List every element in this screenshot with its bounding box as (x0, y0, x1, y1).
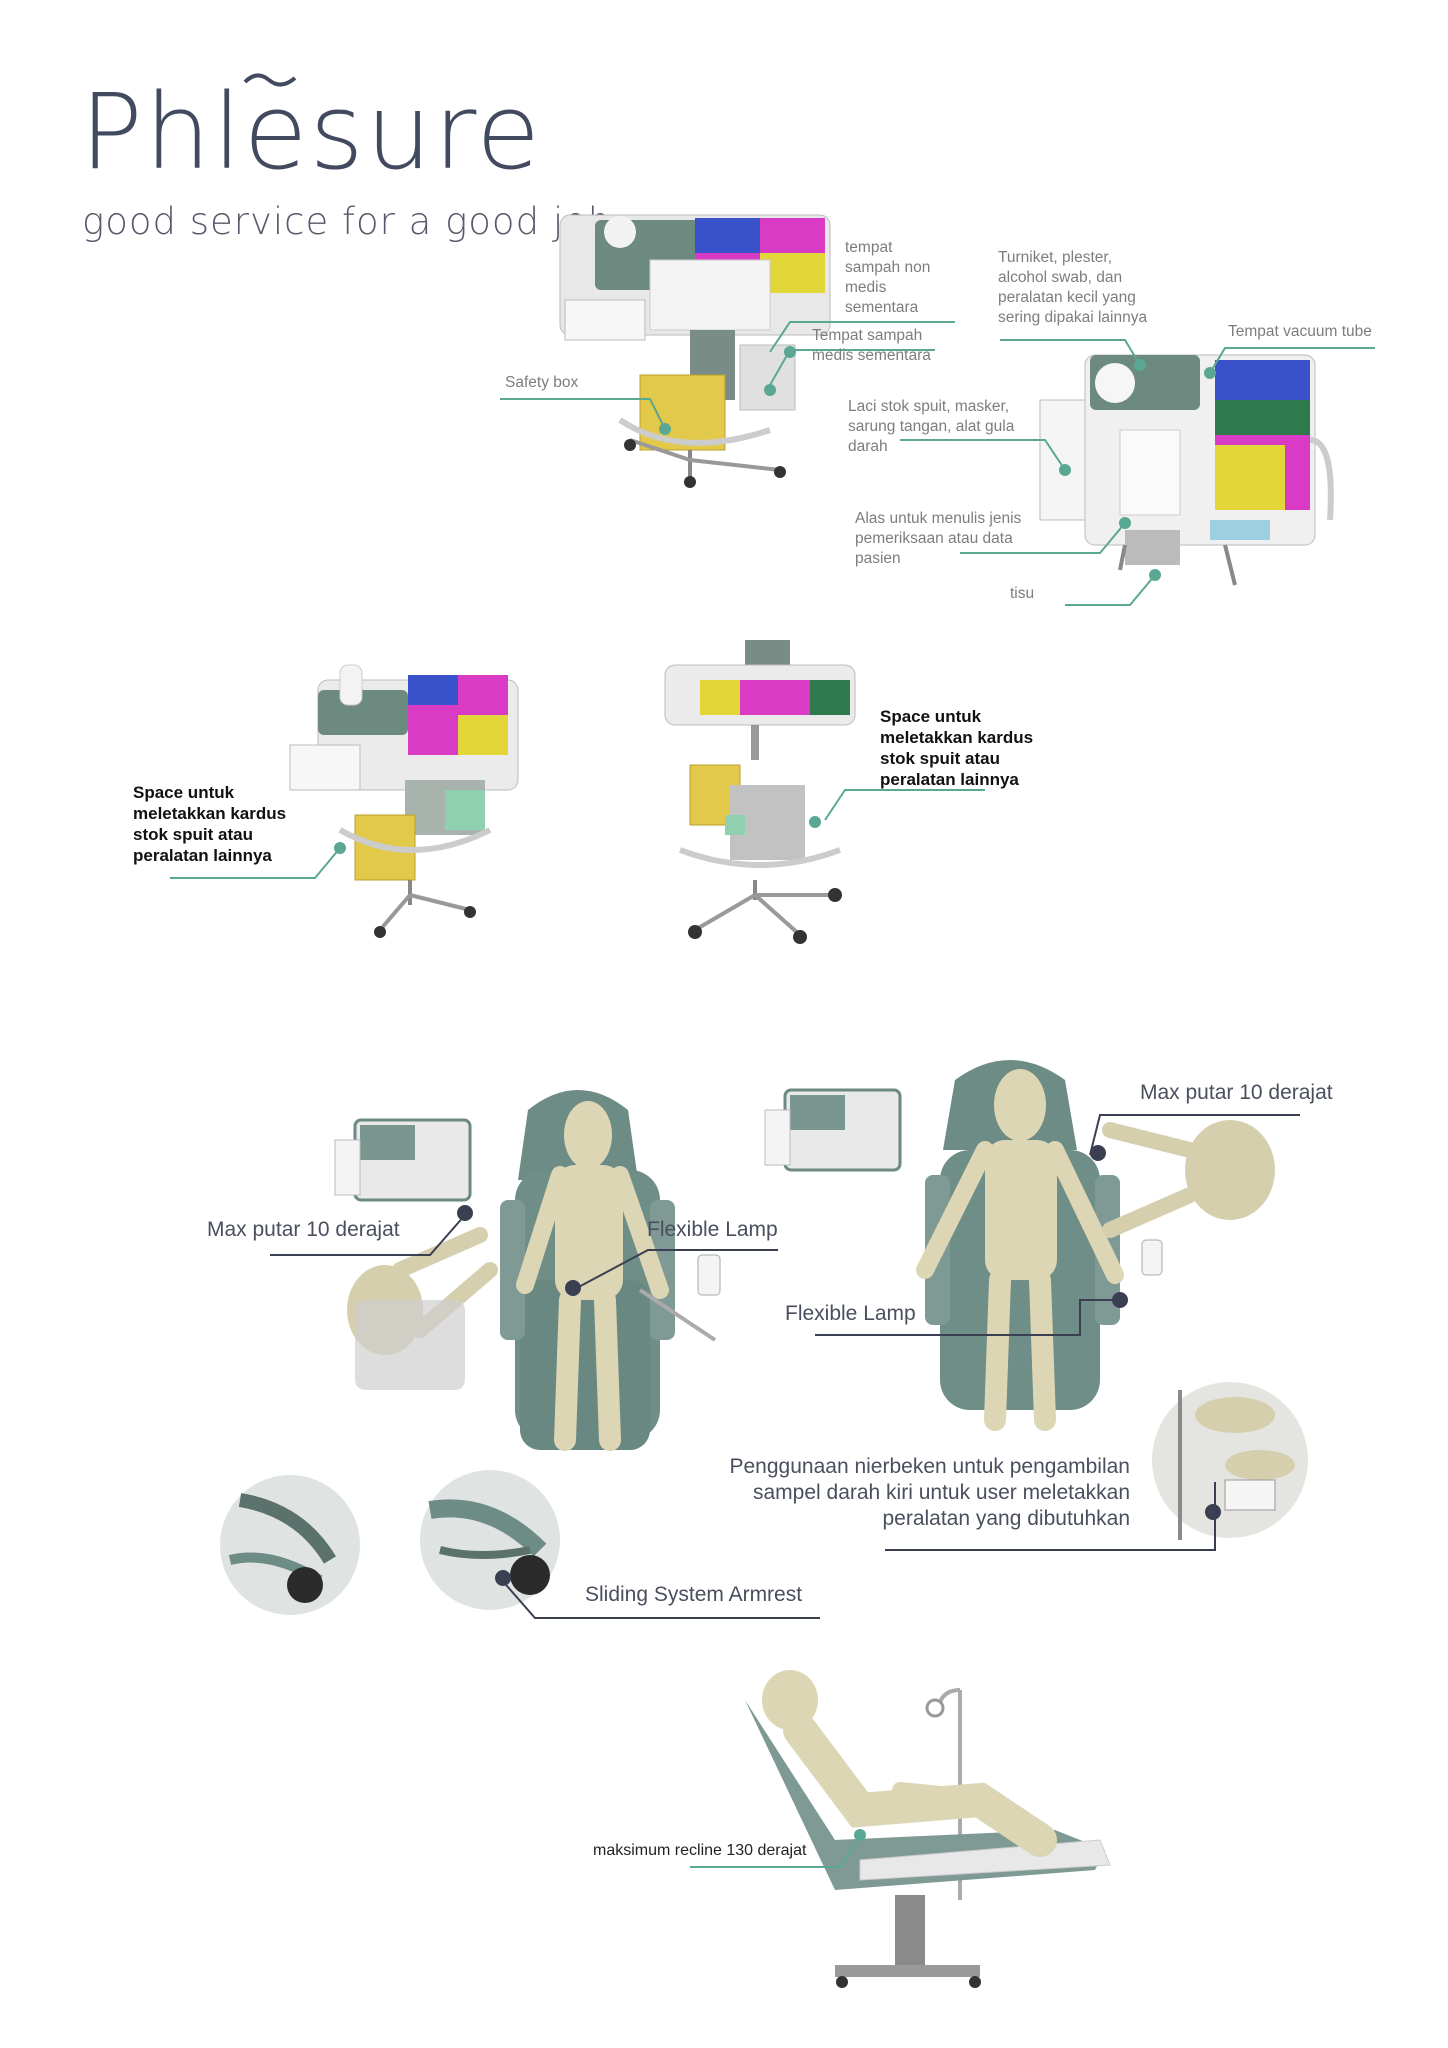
label-rotation-left: Max putar 10 derajat (207, 1218, 400, 1241)
chair-reclined (745, 1670, 1111, 1988)
label-vacuum-tube: Tempat vacuum tube (1228, 323, 1372, 340)
trolley-side-view-2 (664, 640, 856, 944)
label-sliding-armrest: Sliding System Armrest (585, 1583, 803, 1606)
label-writing-base: Alas untuk menulis jenis pemeriksaan ata… (855, 510, 1022, 567)
label-small-tools: Turniket, plester, alcohol swab, dan per… (998, 249, 1148, 326)
armrest-detail-1 (220, 1475, 360, 1615)
tagline: good service for a good job (82, 200, 613, 243)
label-lamp-right: Flexible Lamp (785, 1302, 916, 1325)
label-tray-usage: Penggunaan nierbeken untuk pengambilan s… (729, 1455, 1131, 1530)
chair-front-left (334, 1090, 721, 1451)
trolley-top-view-2 (1039, 354, 1334, 586)
label-rotation-right: Max putar 10 derajat (1140, 1081, 1333, 1104)
label-non-medical-waste: tempat sampah non medis sementara (845, 239, 931, 316)
brand-logo: Phlesure (80, 71, 543, 193)
label-lamp-left: Flexible Lamp (647, 1218, 778, 1241)
trolley-top-view-1 (559, 214, 831, 488)
armrest-detail-2 (420, 1470, 560, 1610)
label-safety-box: Safety box (505, 374, 579, 391)
label-stock-drawer: Laci stok spuit, masker, sarung tangan, … (848, 398, 1015, 455)
label-storage-left: Space untuk meletakkan kardus stok spuit… (133, 783, 287, 865)
trolley-side-view-1 (289, 664, 519, 938)
chair-front-right (764, 1060, 1275, 1431)
label-recline: maksimum recline 130 derajat (593, 1842, 807, 1859)
tray-detail (1152, 1382, 1308, 1540)
label-storage-right: Space untuk meletakkan kardus stok spuit… (880, 707, 1034, 789)
label-medical-waste: Tempat sampah medis sementara (812, 327, 931, 364)
label-tissue: tisu (1010, 585, 1035, 602)
